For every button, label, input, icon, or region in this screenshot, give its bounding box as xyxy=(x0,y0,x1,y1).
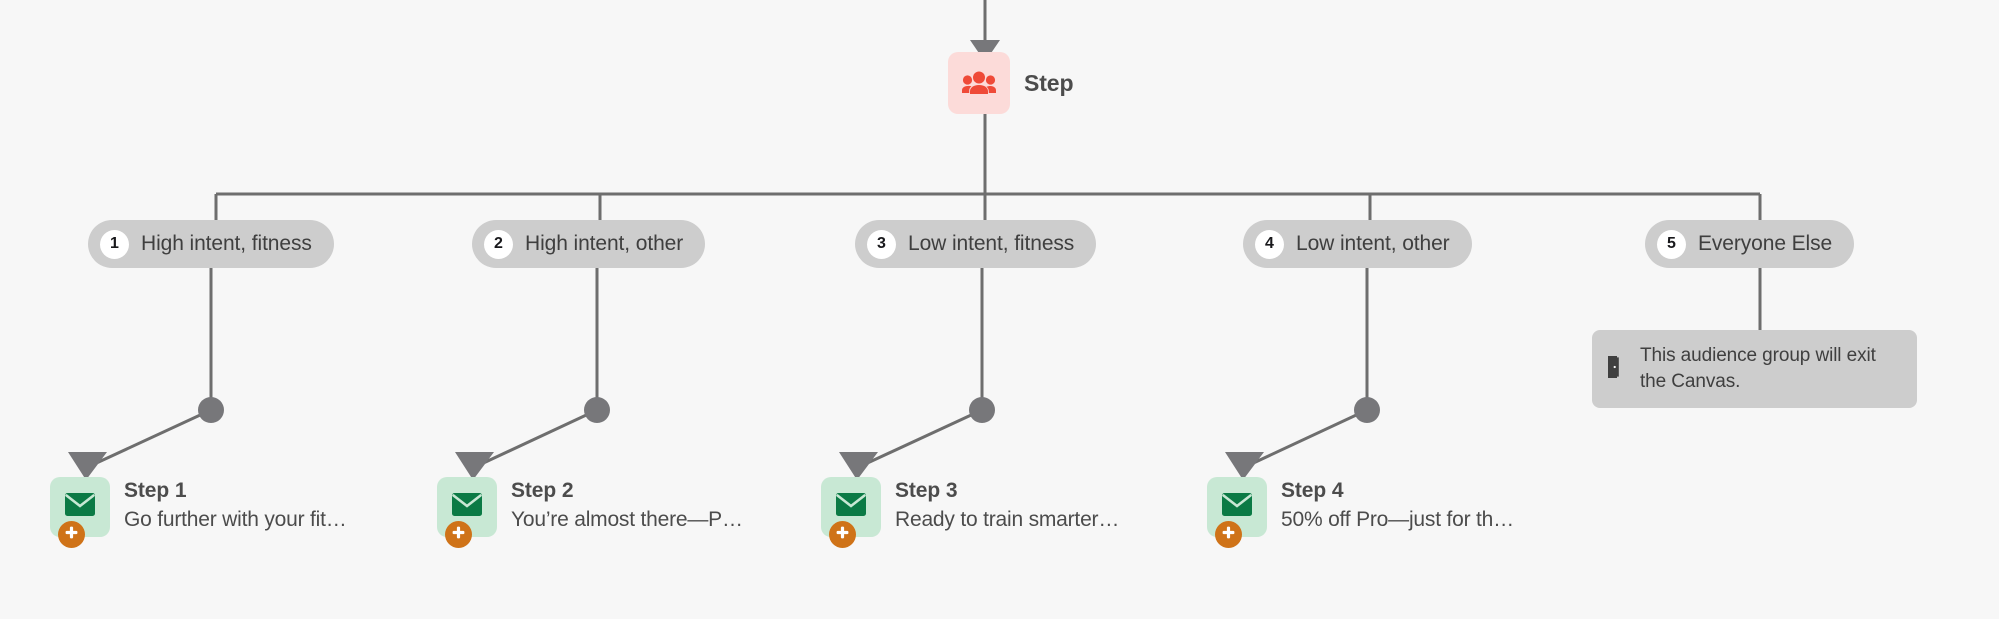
connector-branch1-diagonal xyxy=(89,408,212,468)
message-tile-wrap[interactable] xyxy=(50,477,110,548)
branch-number-badge: 2 xyxy=(484,229,513,259)
message-step-node-3[interactable]: Step 3 Ready to train smarter… xyxy=(821,477,1119,548)
branch-label: Everyone Else xyxy=(1698,232,1833,255)
message-step-title: Step 4 xyxy=(1281,479,1344,502)
branch-pill-3[interactable]: 3 Low intent, fitness xyxy=(855,220,1097,268)
arrowhead-step-2 xyxy=(455,452,494,480)
junction-dot-2 xyxy=(584,397,610,423)
message-text-block: Step 4 50% off Pro—just for th… xyxy=(1281,477,1514,532)
branch-pill-1[interactable]: 1 High intent, fitness xyxy=(88,220,334,268)
envelope-icon xyxy=(1222,493,1252,521)
branch-label: Low intent, fitness xyxy=(908,232,1075,255)
exit-callout: This audience group will exit the Canvas… xyxy=(1592,330,1917,408)
branch-pill-5[interactable]: 5 Everyone Else xyxy=(1645,220,1855,268)
add-step-badge[interactable] xyxy=(445,521,472,548)
envelope-icon xyxy=(836,493,866,521)
plus-icon xyxy=(451,525,466,545)
audience-step-node[interactable]: Step xyxy=(948,52,1074,114)
message-tile-wrap[interactable] xyxy=(821,477,881,548)
connector-branch3-diagonal xyxy=(860,408,983,468)
plus-icon xyxy=(1221,525,1236,545)
envelope-icon xyxy=(65,493,95,521)
plus-icon xyxy=(835,525,850,545)
branch-number-badge: 1 xyxy=(100,229,129,259)
branch-label: High intent, other xyxy=(525,232,684,255)
message-step-node-2[interactable]: Step 2 You’re almost there—P… xyxy=(437,477,743,548)
message-step-title: Step 3 xyxy=(895,479,958,502)
message-step-node-4[interactable]: Step 4 50% off Pro—just for th… xyxy=(1207,477,1514,548)
plus-icon xyxy=(64,525,79,545)
branch-number-badge: 5 xyxy=(1657,229,1686,259)
connector-branch2-diagonal xyxy=(476,408,598,468)
message-tile-wrap[interactable] xyxy=(437,477,497,548)
message-step-node-1[interactable]: Step 1 Go further with your fit… xyxy=(50,477,347,548)
message-step-title: Step 1 xyxy=(124,479,187,502)
junction-dot-3 xyxy=(969,397,995,423)
message-step-subtitle: You’re almost there—P… xyxy=(511,508,743,531)
message-text-block: Step 2 You’re almost there—P… xyxy=(511,477,743,532)
branch-pill-2[interactable]: 2 High intent, other xyxy=(472,220,706,268)
audience-node-tile[interactable] xyxy=(948,52,1010,114)
branch-pill-4[interactable]: 4 Low intent, other xyxy=(1243,220,1472,268)
branch-number-badge: 4 xyxy=(1255,229,1284,259)
add-step-badge[interactable] xyxy=(1215,521,1242,548)
arrowhead-step-3 xyxy=(839,452,878,480)
add-step-badge[interactable] xyxy=(829,521,856,548)
envelope-icon xyxy=(452,493,482,521)
junction-dot-1 xyxy=(198,397,224,423)
arrowhead-step-4 xyxy=(1225,452,1264,480)
arrowhead-step-1 xyxy=(68,452,107,480)
message-step-subtitle: Ready to train smarter… xyxy=(895,508,1120,531)
connector-branch4-diagonal xyxy=(1246,408,1368,468)
branch-label: Low intent, other xyxy=(1296,232,1450,255)
branch-label: High intent, fitness xyxy=(141,232,312,255)
add-step-badge[interactable] xyxy=(58,521,85,548)
message-tile-wrap[interactable] xyxy=(1207,477,1267,548)
message-text-block: Step 3 Ready to train smarter… xyxy=(895,477,1119,532)
message-step-subtitle: Go further with your fit… xyxy=(124,508,347,531)
message-step-title: Step 2 xyxy=(511,479,574,502)
audience-node-label: Step xyxy=(1024,69,1074,96)
junction-dot-4 xyxy=(1354,397,1380,423)
exit-door-icon xyxy=(1606,355,1626,384)
message-text-block: Step 1 Go further with your fit… xyxy=(124,477,347,532)
branch-number-badge: 3 xyxy=(867,229,896,259)
message-step-subtitle: 50% off Pro—just for th… xyxy=(1281,508,1514,531)
people-group-icon xyxy=(962,70,996,96)
exit-callout-text: This audience group will exit the Canvas… xyxy=(1640,344,1876,392)
